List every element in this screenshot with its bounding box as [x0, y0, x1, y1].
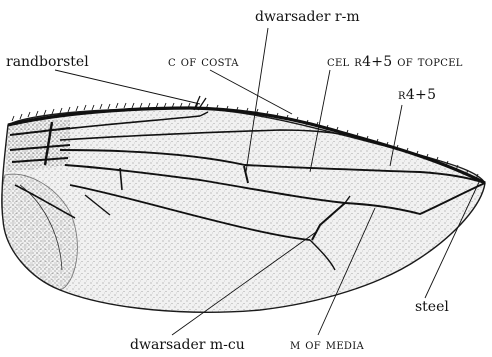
label-media: m of media — [290, 338, 364, 352]
label-cel-r45: cel r4+5 of topcel — [327, 55, 463, 69]
label-rm-crossvein: dwarsader r-m — [255, 10, 360, 24]
label-r45: r4+5 — [398, 88, 436, 102]
label-steel: steel — [415, 300, 449, 314]
label-mcu-crossvein: dwarsader m-cu — [130, 338, 245, 352]
leader-costa — [210, 70, 292, 114]
leader-randborstel — [55, 70, 200, 104]
label-randborstel: randborstel — [6, 55, 89, 69]
label-costa: c of costa — [168, 55, 239, 69]
